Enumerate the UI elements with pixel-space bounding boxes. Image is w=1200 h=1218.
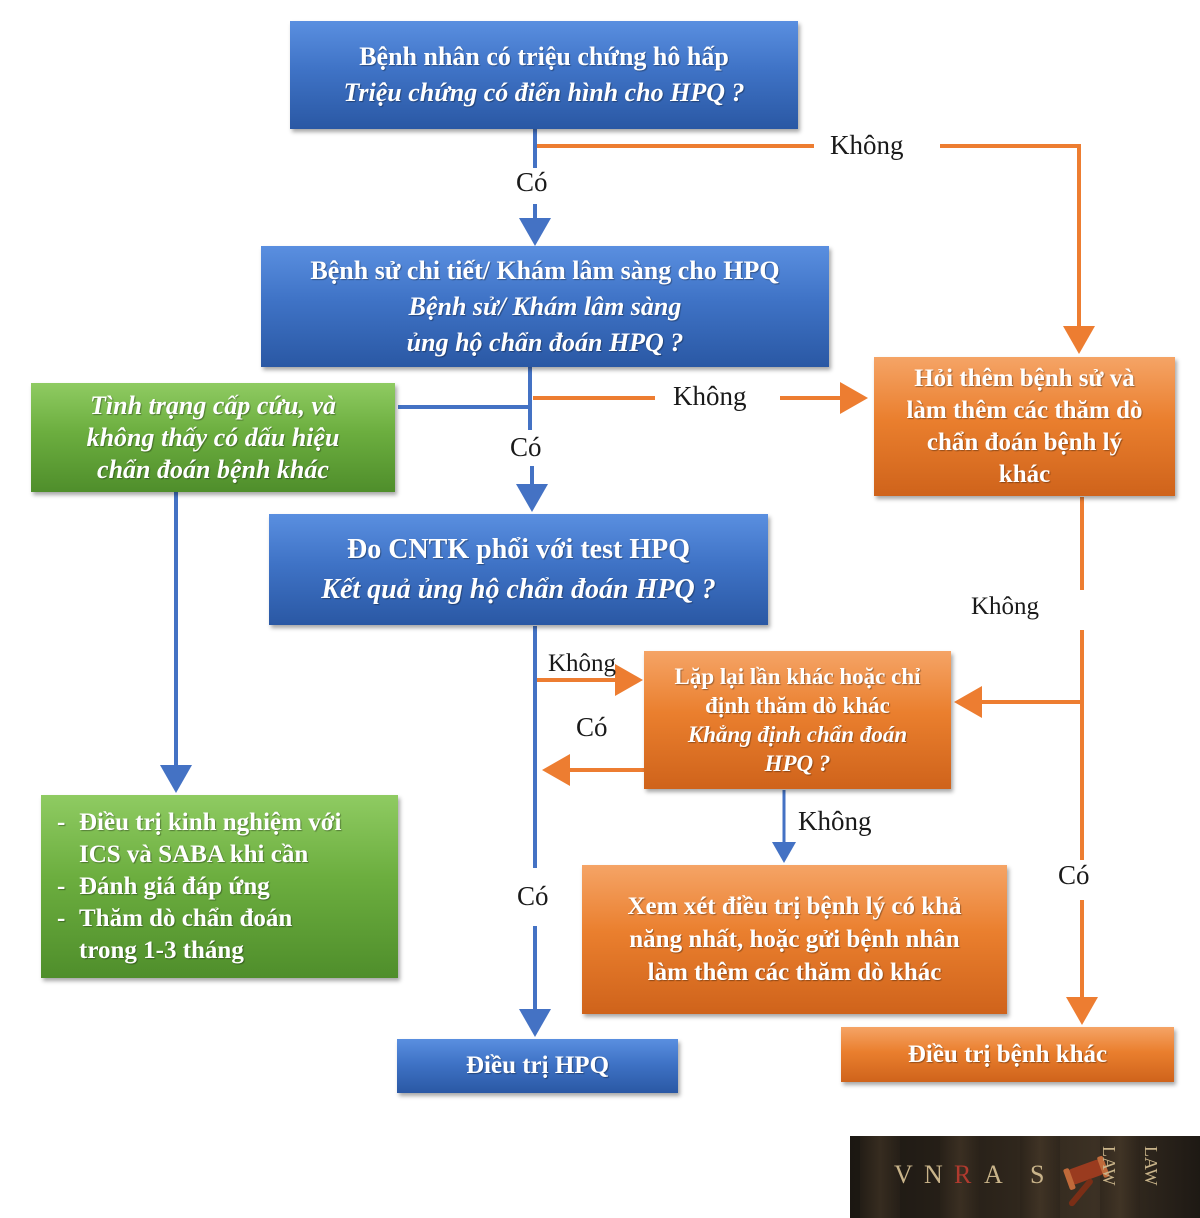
box-history-line1: Bệnh sử chi tiết/ Khám lâm sàng cho HPQ bbox=[310, 253, 779, 289]
arrow-start-no-to-more-history bbox=[940, 146, 1079, 350]
box-emergency-line2: không thấy có dấu hiệu bbox=[87, 422, 340, 454]
box-respiratory-symptoms: Bệnh nhân có triệu chứng hô hấp Triệu ch… bbox=[290, 21, 798, 129]
box-more-history-line2: làm thêm các thăm dò bbox=[906, 395, 1142, 427]
label-yes-history: Có bbox=[510, 432, 542, 463]
bullet-1: - bbox=[57, 807, 79, 871]
vnras-law-logo: V N R A S LAW LAW bbox=[850, 1136, 1200, 1218]
box-history-line2: Bệnh sử/ Khám lâm sàng bbox=[409, 289, 682, 325]
empirical-item2-line1: Đánh giá đáp ứng bbox=[79, 871, 270, 903]
label-yes-other: Có bbox=[1058, 860, 1090, 891]
label-yes-repeat: Có bbox=[576, 712, 608, 743]
label-yes-spirometry: Có bbox=[517, 881, 549, 912]
box-emergency-line3: chẩn đoán bệnh khác bbox=[97, 454, 329, 486]
box-spirometry-line1: Đo CNTK phổi với test HPQ bbox=[347, 530, 690, 570]
empirical-item1-line1: Điều trị kinh nghiệm với bbox=[79, 807, 342, 839]
box-repeat-line3: Khẳng định chẩn đoán bbox=[688, 720, 907, 749]
logo-letter-r: R bbox=[954, 1160, 973, 1190]
box-more-history-line3: chẩn đoán bệnh lý bbox=[927, 427, 1122, 459]
box-consider-treatment: Xem xét điều trị bệnh lý có khả năng nhấ… bbox=[582, 865, 1007, 1014]
box-history-line3: ủng hộ chẩn đoán HPQ ? bbox=[407, 325, 684, 361]
empirical-item3-line2: trong 1-3 tháng bbox=[79, 935, 292, 967]
label-no-start: Không bbox=[830, 130, 904, 161]
box-more-history-line4: khác bbox=[999, 459, 1050, 491]
box-consider-line2: năng nhất, hoặc gửi bệnh nhân bbox=[629, 923, 959, 956]
logo-letter-v: V bbox=[894, 1160, 915, 1190]
box-treat-asthma: Điều trị HPQ bbox=[397, 1039, 678, 1093]
box-more-history: Hỏi thêm bệnh sử và làm thêm các thăm dò… bbox=[874, 357, 1175, 496]
logo-letter-n: N bbox=[924, 1160, 945, 1190]
empirical-item3-line1: Thăm dò chẩn đoán bbox=[79, 903, 292, 935]
label-yes-start: Có bbox=[516, 167, 548, 198]
box-repeat-line1: Lặp lại lần khác hoặc chỉ bbox=[674, 662, 920, 691]
label-no-history: Không bbox=[673, 381, 747, 412]
box-emergency-state: Tình trạng cấp cứu, và không thấy có dấu… bbox=[31, 383, 395, 492]
empirical-item-1: - Điều trị kinh nghiệm với ICS và SABA k… bbox=[57, 807, 342, 871]
label-no-spirometry: Không bbox=[548, 650, 616, 678]
box-repeat-line2: định thăm dò khác bbox=[705, 691, 890, 720]
box-repeat-test: Lặp lại lần khác hoặc chỉ định thăm dò k… bbox=[644, 651, 951, 789]
box-repeat-line4: HPQ ? bbox=[765, 749, 831, 778]
box-empirical-treatment: - Điều trị kinh nghiệm với ICS và SABA k… bbox=[41, 795, 398, 978]
label-no-repeat: Không bbox=[798, 806, 872, 837]
logo-vertical-law-2: LAW bbox=[1140, 1146, 1161, 1186]
logo-letter-s: S bbox=[1030, 1160, 1046, 1190]
bullet-3: - bbox=[57, 903, 79, 967]
label-no-more-history: Không bbox=[971, 593, 1039, 621]
box-detailed-history: Bệnh sử chi tiết/ Khám lâm sàng cho HPQ … bbox=[261, 246, 829, 367]
box-consider-line1: Xem xét điều trị bệnh lý có khả bbox=[627, 890, 961, 923]
box-consider-line3: làm thêm các thăm dò khác bbox=[648, 956, 942, 989]
empirical-item-3: - Thăm dò chẩn đoán trong 1-3 tháng bbox=[57, 903, 292, 967]
empirical-item1-line2: ICS và SABA khi cần bbox=[79, 839, 342, 871]
box-treat-other-label: Điều trị bệnh khác bbox=[908, 1041, 1107, 1069]
gavel-icon bbox=[1055, 1144, 1135, 1214]
logo-vertical-law-1: LAW bbox=[1098, 1146, 1119, 1186]
box-treat-asthma-label: Điều trị HPQ bbox=[466, 1052, 609, 1080]
box-spirometry: Đo CNTK phổi với test HPQ Kết quả ủng hộ… bbox=[269, 514, 768, 625]
box-spirometry-line2: Kết quả ủng hộ chẩn đoán HPQ ? bbox=[321, 570, 715, 610]
box-start-line2: Triệu chứng có điển hình cho HPQ ? bbox=[343, 75, 744, 111]
box-more-history-line1: Hỏi thêm bệnh sử và bbox=[914, 363, 1135, 395]
logo-letter-a: A bbox=[984, 1160, 1005, 1190]
empirical-item-2: - Đánh giá đáp ứng bbox=[57, 871, 270, 903]
box-emergency-line1: Tình trạng cấp cứu, và bbox=[90, 390, 336, 422]
box-start-line1: Bệnh nhân có triệu chứng hô hấp bbox=[359, 39, 729, 75]
bullet-2: - bbox=[57, 871, 79, 903]
box-treat-other: Điều trị bệnh khác bbox=[841, 1027, 1174, 1082]
